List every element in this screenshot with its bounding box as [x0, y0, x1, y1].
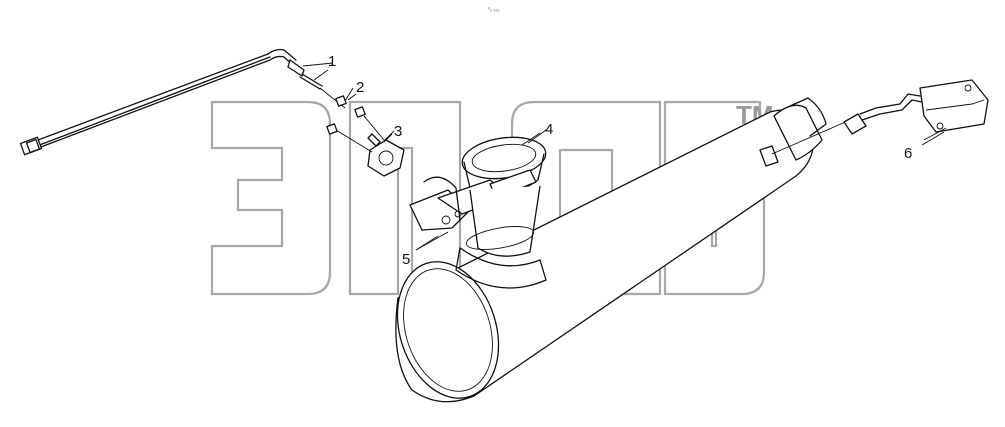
- callout-2: 2: [356, 79, 364, 96]
- callout-6: 6: [904, 145, 912, 162]
- part-1-hose: [19, 48, 346, 156]
- muffler-body: [395, 97, 851, 403]
- part-2-bolts: [326, 87, 366, 135]
- callout-1: 1: [328, 53, 336, 70]
- callout-5: 5: [402, 251, 410, 268]
- leader-lines: [313, 69, 945, 251]
- callout-4: 4: [545, 121, 553, 138]
- header-tiny-text: ⁰ₒ ₀₀₀: [488, 7, 500, 13]
- callout-3: 3: [394, 123, 402, 140]
- part-6-sensor: [843, 79, 989, 141]
